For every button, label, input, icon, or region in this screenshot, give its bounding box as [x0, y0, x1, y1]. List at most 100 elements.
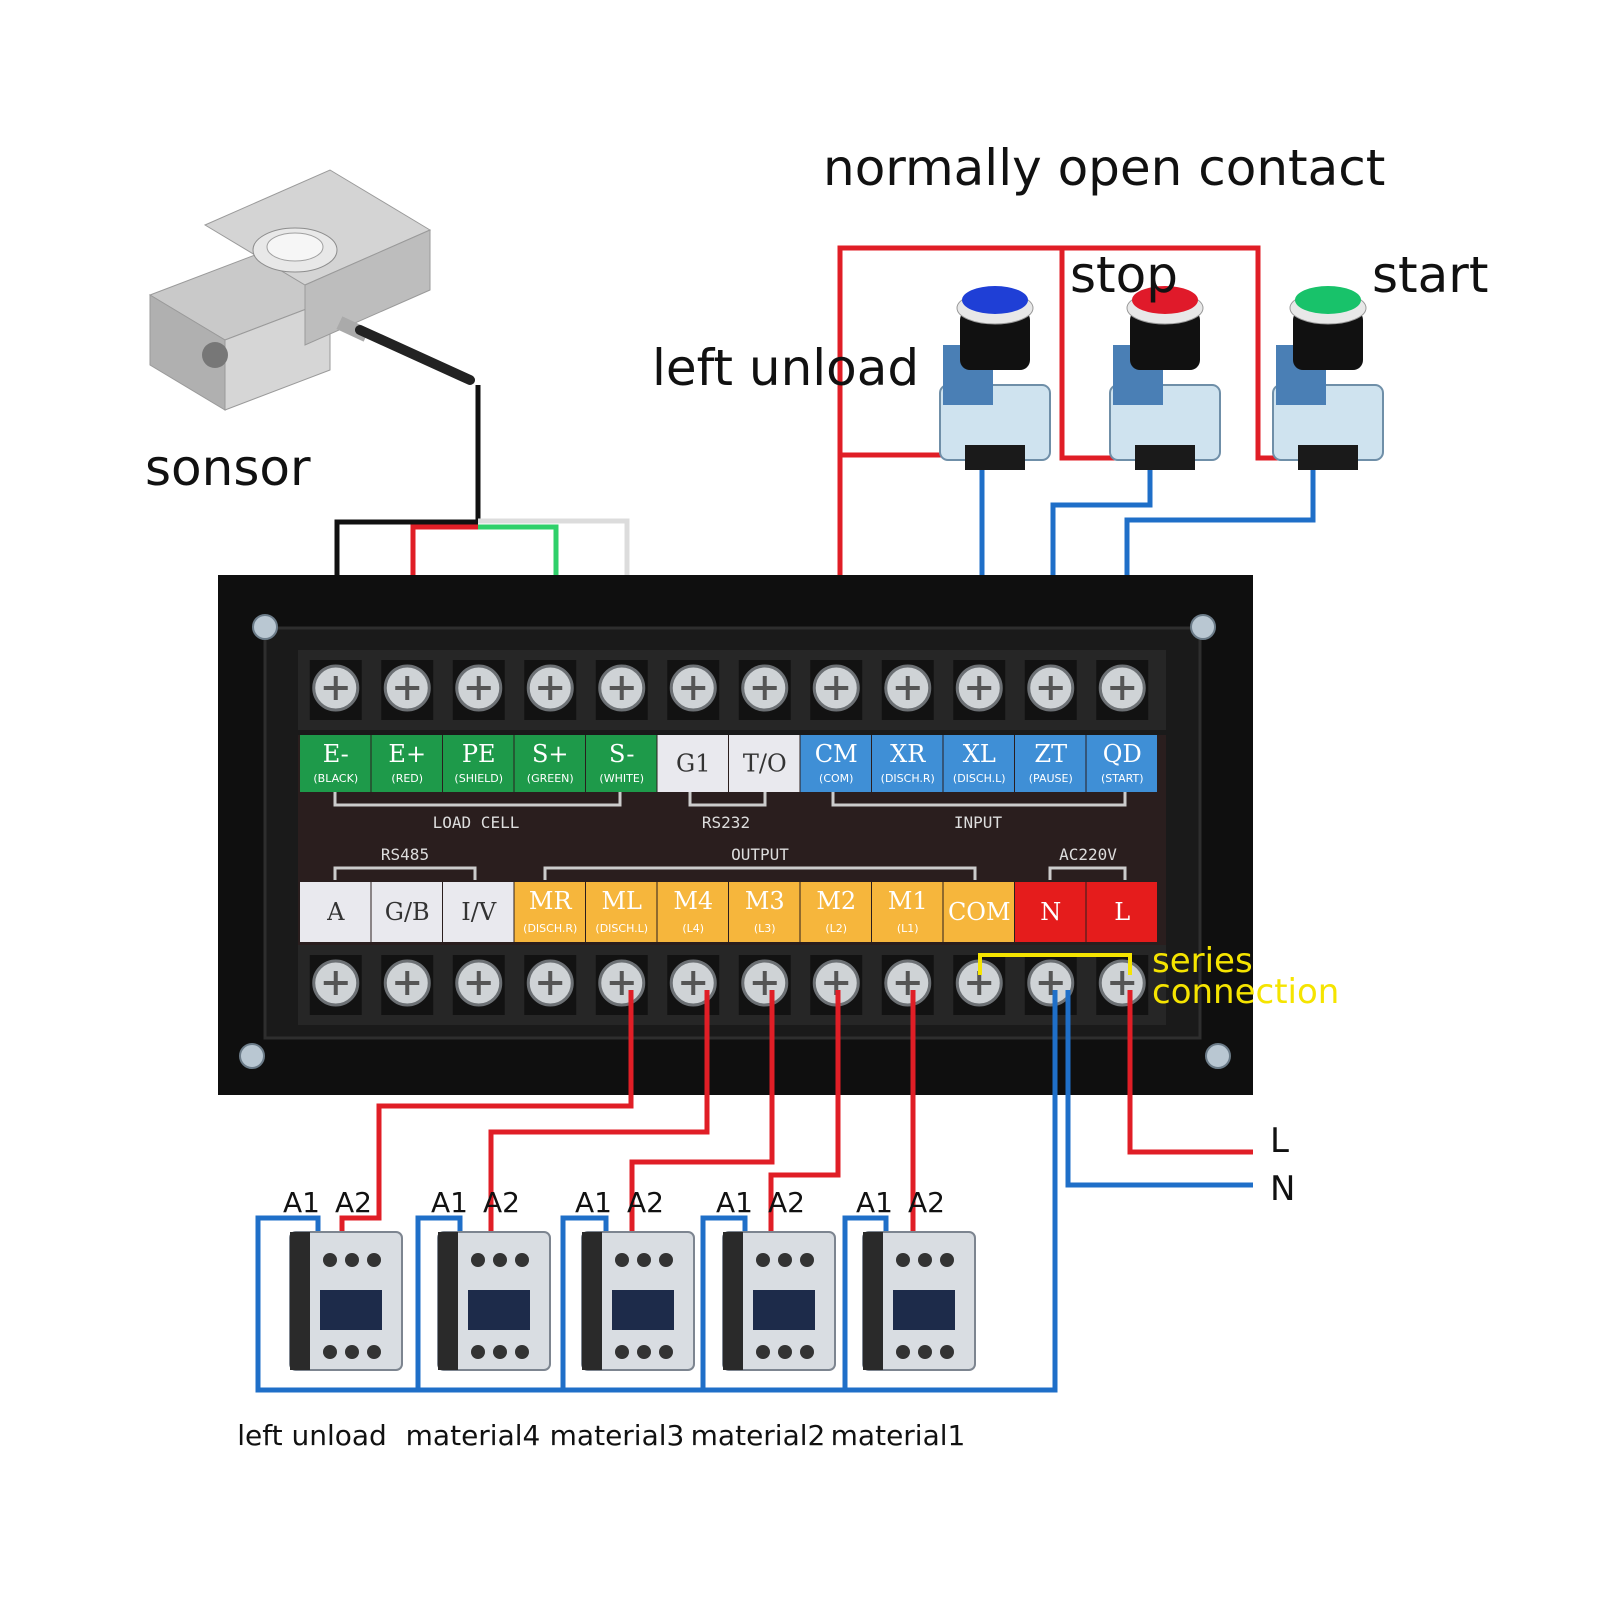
- contactor-name: material4: [406, 1419, 541, 1452]
- rs232-group-label: RS232: [702, 813, 750, 832]
- bottom-terminal-screw-slot: [466, 971, 491, 995]
- bottom-terminal-screws: [309, 955, 1149, 1015]
- bottom-terminal-label: M1: [888, 887, 928, 915]
- top-terminal-screw-slot: [967, 676, 992, 700]
- bottom-terminal-sublabel: (DISCH.L): [595, 922, 648, 935]
- bottom-terminal-screw-slot: [1038, 971, 1063, 995]
- contactor-terminal: [896, 1345, 910, 1359]
- top-terminal-label: S-: [609, 740, 634, 768]
- contactor-a1-label: A1: [856, 1186, 893, 1219]
- top-terminal-sublabel: (COM): [819, 772, 853, 785]
- top-terminal-sublabel: (GREEN): [527, 772, 574, 785]
- top-terminal-screw-slot: [538, 676, 563, 700]
- top-terminal-sublabel: (DISCH.R): [881, 772, 935, 785]
- contactor-terminal: [940, 1253, 954, 1267]
- top-terminal-label: E+: [388, 740, 426, 768]
- contactor-a2-label: A2: [483, 1186, 520, 1219]
- contactor-terminal: [756, 1345, 770, 1359]
- output-wires: [255, 990, 1253, 1393]
- top-terminal-label: T/O: [743, 750, 787, 778]
- contactor-window: [753, 1290, 815, 1330]
- button-bezel: [1130, 310, 1200, 370]
- bottom-terminal-sublabel: (L3): [754, 922, 776, 935]
- bottom-terminal-label: I/V: [461, 898, 497, 926]
- top-terminal-10: [1015, 735, 1086, 792]
- load-cell-sensor: [148, 169, 475, 411]
- button-cap: [1132, 286, 1198, 314]
- top-terminal-sublabel: (RED): [391, 772, 423, 785]
- contactor-side: [290, 1232, 310, 1370]
- top-terminal-label: ZT: [1034, 740, 1067, 768]
- button-bezel: [1293, 310, 1363, 370]
- bottom-terminal-1: [371, 882, 442, 942]
- contactor-name: left unload: [237, 1419, 387, 1452]
- top-terminal-label: XL: [963, 740, 996, 768]
- top-terminal-sublabel: (PAUSE): [1029, 772, 1073, 785]
- line-l-label: L: [1270, 1121, 1289, 1161]
- bottom-terminal-sublabel: (DISCH.R): [523, 922, 577, 935]
- ac220v-group-label: AC220V: [1059, 845, 1117, 864]
- contactor-name: material3: [550, 1419, 685, 1452]
- contactor-terminal: [515, 1345, 529, 1359]
- bottom-terminal-label: ML: [601, 887, 642, 915]
- series-label-line1: series: [1152, 941, 1253, 981]
- top-terminal-screw-slot: [323, 676, 348, 700]
- contactor-a1-label: A1: [431, 1186, 468, 1219]
- bottom-terminal-10: [1015, 882, 1086, 942]
- contactor-a1-label: A1: [716, 1186, 753, 1219]
- line-n-label: N: [1270, 1169, 1295, 1209]
- bottom-terminal-screw-slot: [895, 971, 920, 995]
- contactor-terminal: [940, 1345, 954, 1359]
- bottom-terminal-screw-slot: [609, 971, 634, 995]
- contactor-terminal: [345, 1253, 359, 1267]
- top-terminal-6: [729, 735, 800, 792]
- top-terminal-8: [872, 735, 943, 792]
- push-buttons: [939, 286, 1384, 470]
- bottom-terminal-sublabel: (L4): [682, 922, 704, 935]
- contactor-terminal: [345, 1345, 359, 1359]
- top-terminal-screw-slot: [395, 676, 420, 700]
- start-push-button: [1272, 286, 1384, 470]
- bottom-terminal-label: M3: [745, 887, 785, 915]
- contactor-a2-label: A2: [335, 1186, 372, 1219]
- bottom-terminal-7: [800, 882, 871, 942]
- contactor-terminal: [323, 1345, 337, 1359]
- top-terminal-strip: E-(BLACK)E+(RED)PE(SHIELD)S+(GREEN)S-(WH…: [300, 735, 1157, 792]
- stop-label: stop: [1070, 246, 1178, 304]
- bottom-terminal-8: [872, 882, 943, 942]
- contactor-terminal: [800, 1253, 814, 1267]
- top-terminal-label: E-: [323, 740, 349, 768]
- contactor-terminal: [778, 1253, 792, 1267]
- contactor-side: [723, 1232, 743, 1370]
- bottom-terminal-screw-slot: [1110, 971, 1135, 995]
- contactor-terminal: [515, 1253, 529, 1267]
- bottom-terminal-label: N: [1040, 898, 1061, 926]
- stop-push-button: [1109, 286, 1221, 470]
- top-terminal-label: PE: [462, 740, 496, 768]
- contactor-terminal: [615, 1345, 629, 1359]
- contactor-window: [893, 1290, 955, 1330]
- contactor-terminal: [493, 1253, 507, 1267]
- top-terminal-sublabel: (WHITE): [599, 772, 644, 785]
- sensor-label: sonsor: [145, 439, 311, 497]
- contactor-window: [612, 1290, 674, 1330]
- button-base: [1298, 445, 1358, 470]
- top-terminal-9: [943, 735, 1014, 792]
- contactor-terminal: [800, 1345, 814, 1359]
- button-base: [1135, 445, 1195, 470]
- contactor-name: material2: [691, 1419, 826, 1452]
- button-base: [965, 445, 1025, 470]
- top-terminal-sublabel: (START): [1101, 772, 1144, 785]
- left-unload-push-button: [939, 286, 1051, 470]
- top-terminal-0: [300, 735, 371, 792]
- top-terminal-label: CM: [815, 740, 858, 768]
- button-cap: [962, 286, 1028, 314]
- top-terminal-sublabel: (DISCH.L): [953, 772, 1006, 785]
- bottom-terminal-sublabel: (L1): [897, 922, 919, 935]
- bottom-terminal-screw-slot: [323, 971, 348, 995]
- contactor-a2-label: A2: [768, 1186, 805, 1219]
- contactor-terminal: [659, 1345, 673, 1359]
